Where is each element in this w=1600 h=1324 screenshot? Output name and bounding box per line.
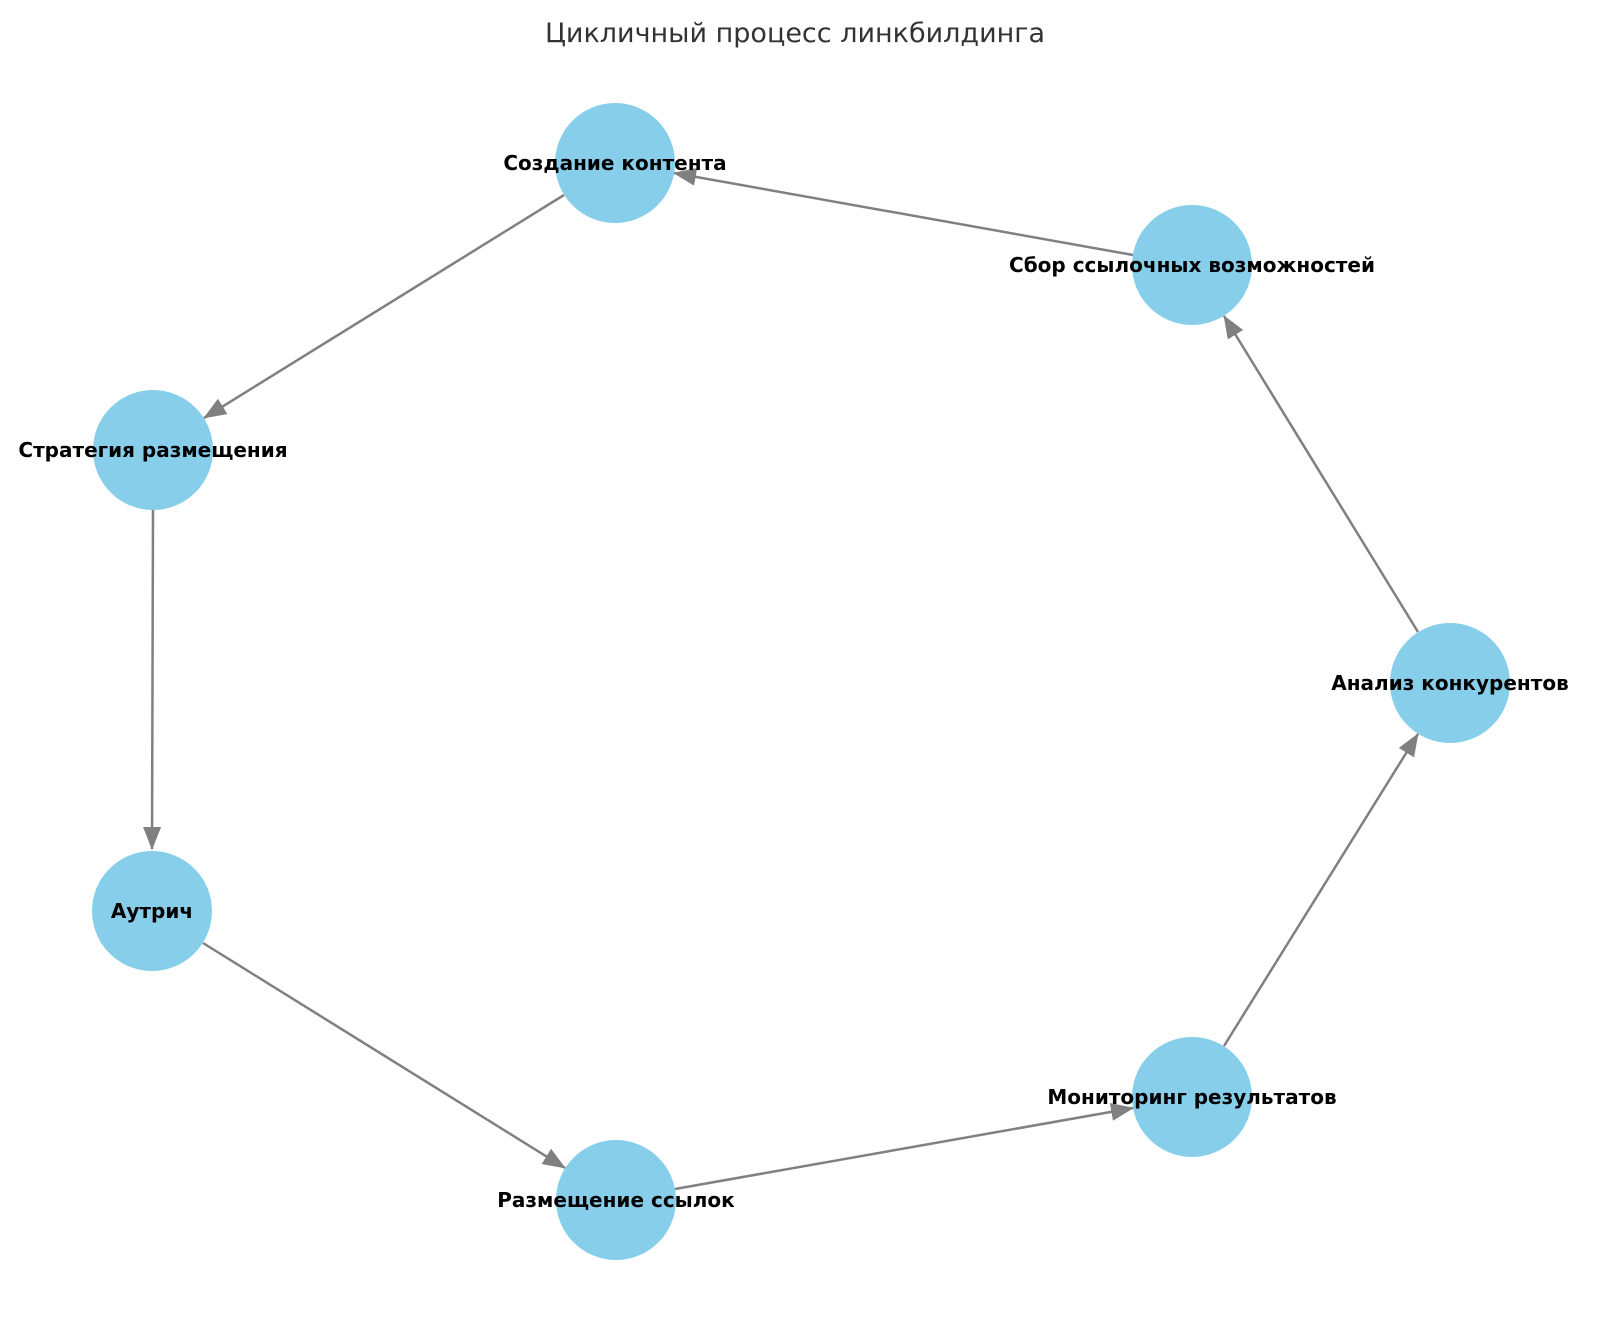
edge-link-placement-to-results-monitoring (674, 1102, 1134, 1191)
node-link-opportunities-label: Сбор ссылочных возможностей (1009, 253, 1375, 277)
node-link-opportunities: Сбор ссылочных возможностей (1009, 205, 1375, 325)
node-outreach: Аутрич (92, 851, 212, 971)
node-content-creation-circle (555, 103, 675, 223)
node-content-creation: Создание контента (503, 103, 727, 223)
edge-competitor-analysis-to-link-opportunities (1222, 315, 1420, 633)
node-results-monitoring-label: Мониторинг результатов (1047, 1085, 1336, 1109)
node-placement-strategy-circle (93, 390, 213, 510)
edges-layer (143, 168, 1420, 1191)
node-outreach-circle (92, 851, 212, 971)
edge-content-creation-to-placement-strategy (203, 193, 565, 420)
node-results-monitoring-circle (1132, 1037, 1252, 1157)
node-link-opportunities-circle (1132, 205, 1252, 325)
node-competitor-analysis-label: Анализ конкурентов (1331, 671, 1568, 695)
node-competitor-analysis-circle (1390, 623, 1510, 743)
node-results-monitoring: Мониторинг результатов (1047, 1037, 1337, 1157)
edge-results-monitoring-to-competitor-analysis (1222, 733, 1420, 1047)
diagram-title: Цикличный процесс линкбилдинга (545, 18, 1045, 49)
nodes-layer: Создание контента Стратегия размещения А… (18, 103, 1569, 1260)
edge-link-opportunities-to-content-creation (673, 168, 1134, 257)
node-link-placement-circle (556, 1140, 676, 1260)
node-link-placement: Размещение ссылок (497, 1140, 735, 1260)
edge-placement-strategy-to-outreach (143, 509, 162, 850)
node-link-placement-label: Размещение ссылок (497, 1188, 735, 1212)
node-content-creation-label: Создание контента (503, 151, 726, 175)
node-competitor-analysis: Анализ конкурентов (1331, 623, 1569, 743)
node-placement-strategy-label: Стратегия размещения (18, 438, 287, 462)
node-outreach-label: Аутрич (111, 899, 193, 923)
edge-outreach-to-link-placement (202, 941, 566, 1170)
node-placement-strategy: Стратегия размещения (18, 390, 288, 510)
